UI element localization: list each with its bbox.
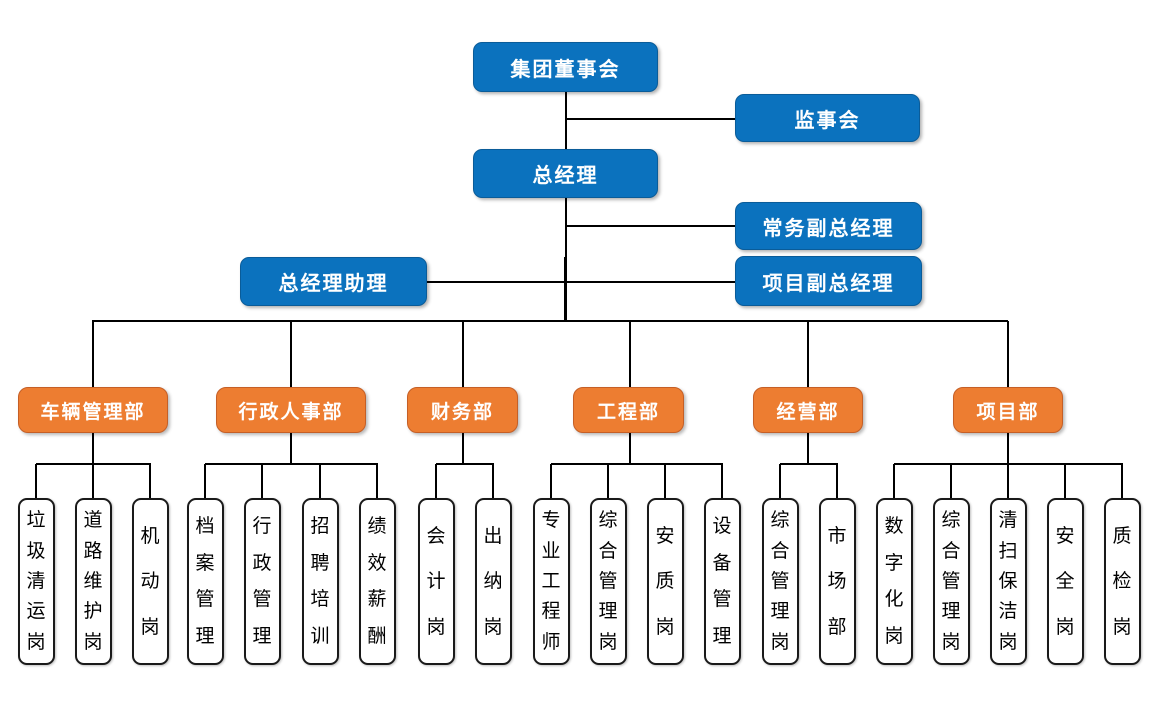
- connector-line: [551, 463, 723, 465]
- connector-line: [427, 281, 735, 283]
- connector-line: [1007, 433, 1009, 464]
- connector-line: [204, 464, 206, 498]
- connector-line: [1121, 464, 1123, 498]
- connector-line: [319, 464, 321, 498]
- post-general-management-proj: 综合管理岗: [932, 498, 970, 665]
- connector-line: [779, 464, 781, 498]
- connector-line: [550, 464, 552, 498]
- post-general-management-ops: 综合管理岗: [761, 498, 799, 665]
- post-recruiting-training: 招聘培训: [301, 498, 339, 665]
- node-board: 集团董事会: [473, 42, 658, 92]
- connector-line: [35, 464, 37, 498]
- post-accounting: 会计岗: [417, 498, 455, 665]
- post-road-maintenance: 道路维护岗: [74, 498, 112, 665]
- connector-line: [92, 433, 94, 464]
- node-gm-assistant: 总经理助理: [240, 257, 427, 306]
- connector-line: [492, 464, 494, 498]
- post-digitalization: 数字化岗: [875, 498, 913, 665]
- post-professional-engineer: 专业工程师: [532, 498, 570, 665]
- connector-line: [565, 198, 567, 258]
- connector-line: [36, 463, 151, 465]
- post-quality-inspection: 质检岗: [1103, 498, 1141, 665]
- connector-line: [629, 433, 631, 464]
- connector-line: [462, 433, 464, 464]
- connector-line: [565, 118, 735, 120]
- connector-line: [92, 321, 94, 387]
- connector-line: [893, 464, 895, 498]
- post-safety-quality: 安质岗: [646, 498, 684, 665]
- connector-line: [629, 321, 631, 387]
- dept-finance: 财务部: [407, 387, 518, 433]
- connector-line: [462, 321, 464, 387]
- connector-line: [149, 464, 151, 498]
- connector-line: [836, 464, 838, 498]
- node-executive-deputy-gm: 常务副总经理: [735, 202, 922, 250]
- connector-line: [376, 464, 378, 498]
- post-mobile: 机动岗: [131, 498, 169, 665]
- connector-line: [607, 464, 609, 498]
- post-admin-management: 行政管理: [243, 498, 281, 665]
- connector-line: [290, 321, 292, 387]
- post-cashier: 出纳岗: [474, 498, 512, 665]
- connector-line: [780, 463, 838, 465]
- node-project-deputy-gm: 项目副总经理: [735, 256, 922, 306]
- connector-line: [565, 225, 735, 227]
- connector-line: [721, 464, 723, 498]
- connector-line: [565, 92, 567, 149]
- post-performance-compensation: 绩效薪酬: [358, 498, 396, 665]
- connector-line: [1007, 464, 1009, 498]
- node-general-manager: 总经理: [473, 149, 658, 198]
- connector-line: [1064, 464, 1066, 498]
- connector-line: [261, 464, 263, 498]
- connector-line: [1007, 321, 1009, 387]
- connector-line: [807, 321, 809, 387]
- post-garbage-collection: 垃圾清运岗: [17, 498, 55, 665]
- dept-project: 项目部: [953, 387, 1063, 433]
- connector-line: [205, 463, 378, 465]
- connector-line: [435, 464, 437, 498]
- dept-admin-hr: 行政人事部: [216, 387, 366, 433]
- post-safety: 安全岗: [1046, 498, 1084, 665]
- connector-line: [950, 464, 952, 498]
- connector-line: [463, 319, 631, 322]
- post-archives-management: 档案管理: [186, 498, 224, 665]
- connector-line: [664, 464, 666, 498]
- connector-line: [92, 464, 94, 498]
- connector-line: [894, 463, 1123, 465]
- post-sweeping-cleaning: 清扫保洁岗: [989, 498, 1027, 665]
- node-supervisory-board: 监事会: [735, 94, 920, 142]
- connector-line: [290, 433, 292, 464]
- connector-line: [564, 257, 567, 321]
- post-market: 市场部: [818, 498, 856, 665]
- connector-line: [436, 463, 494, 465]
- dept-vehicle-management: 车辆管理部: [18, 387, 168, 433]
- connector-line: [807, 433, 809, 464]
- post-general-management-eng: 综合管理岗: [589, 498, 627, 665]
- dept-operations: 经营部: [753, 387, 863, 433]
- post-equipment-management: 设备管理: [703, 498, 741, 665]
- dept-engineering: 工程部: [573, 387, 684, 433]
